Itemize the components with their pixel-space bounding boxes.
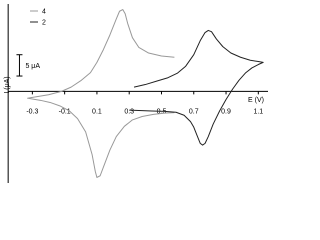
series-line-2 [129,29,264,146]
y-axis-title: I (μA) [4,76,11,93]
cyclic-voltammogram: I (μA) E (V) 4 2 5 μA -0.3 -0.1 0.1 0.3 0.5 0… [4,4,268,183]
x-ticks: -0.3 -0.1 0.1 0.3 0.5 0.7 0.9 1.1 [26,91,263,115]
legend-label-series-4: 4 [42,9,46,16]
scale-bar-label: 5 μA [25,63,40,70]
legend-label-series-2: 2 [42,20,46,27]
x-tick-label: 0.5 [157,108,167,115]
x-tick-label: 0.9 [221,108,231,115]
legend: 4 2 [30,9,46,27]
x-tick-label: 0.3 [124,108,134,115]
x-tick-label: 0.7 [189,108,199,115]
x-tick-label: 1.1 [253,108,263,115]
series-line-4 [27,9,175,178]
x-tick-label: 0.1 [92,108,102,115]
x-axis-title: E (V) [248,97,264,104]
series-layer [27,9,264,178]
chart-svg: I (μA) E (V) 4 2 5 μA -0.3 -0.1 0.1 0.3 0.5 0… [4,4,268,183]
x-tick-label: -0.1 [59,108,71,115]
x-tick-label: -0.3 [26,108,38,115]
scale-bar: 5 μA [16,54,40,77]
